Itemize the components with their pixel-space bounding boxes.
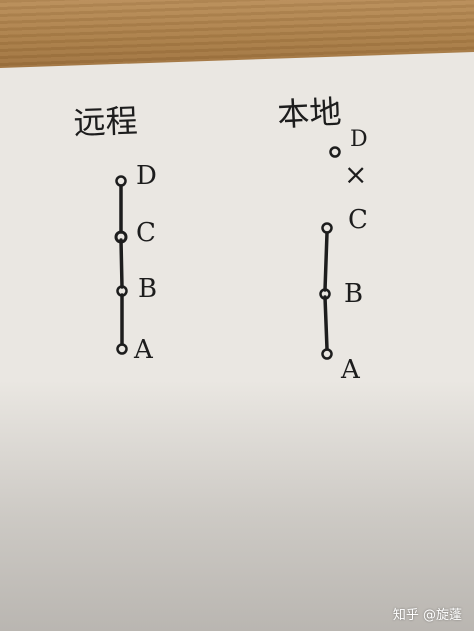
local-label-c: C: [348, 205, 368, 235]
remote-label-c: C: [136, 218, 156, 248]
local-chain-line-ba: [323, 295, 329, 351]
remote-node-a: [116, 343, 128, 355]
local-label-a: A: [340, 355, 361, 385]
paper-surface: [0, 52, 474, 631]
remote-chain: [114, 175, 128, 355]
local-label-b: B: [344, 279, 363, 309]
remote-node-d: [115, 175, 127, 187]
local-node-b: [319, 288, 331, 300]
watermark: 知乎 @旋蓬: [392, 608, 462, 623]
remote-label-d: D: [136, 161, 157, 191]
remote-label-b: B: [138, 274, 157, 304]
local-label-d: D: [350, 127, 368, 152]
local-node-c: [321, 222, 333, 234]
local-chain-line-cb: [323, 231, 329, 292]
remote-chain-line-cb: [119, 238, 124, 289]
remote-node-b: [116, 285, 128, 297]
local-title: 本地: [276, 93, 342, 134]
remote-node-c: [114, 230, 128, 244]
remote-title: 远程: [73, 102, 138, 142]
local-cross-mark: ×: [344, 158, 367, 191]
local-chain: [319, 146, 341, 360]
remote-label-a: A: [133, 335, 154, 365]
local-node-a: [321, 348, 333, 360]
local-node-d: [329, 146, 341, 158]
